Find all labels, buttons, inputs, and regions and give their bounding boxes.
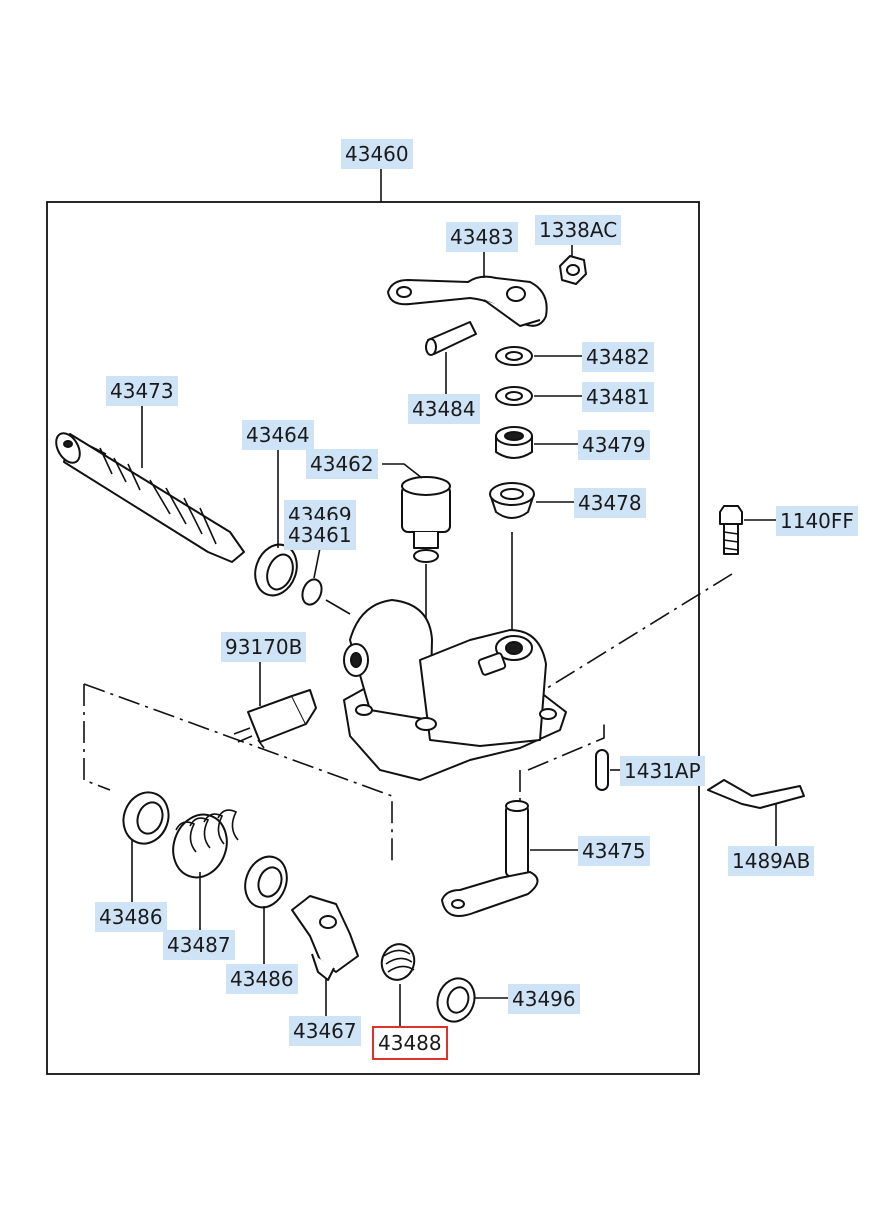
seal-43464-drawing[interactable]	[248, 539, 303, 602]
part-label-1140FF[interactable]: 1140FF	[776, 506, 858, 536]
washer-43496-drawing[interactable]	[432, 973, 481, 1027]
o-ring-43461-drawing[interactable]	[299, 577, 325, 608]
assembly-label-43460[interactable]: 43460	[341, 139, 413, 169]
nut-1338AC-drawing[interactable]	[559, 255, 587, 285]
seal-43479-drawing[interactable]	[495, 426, 533, 459]
bracket-1489AB-drawing[interactable]	[707, 779, 805, 809]
assembly-frame	[46, 201, 700, 1075]
part-label-43488-selected[interactable]: 43488	[372, 1026, 448, 1060]
part-label-43486-b[interactable]: 43486	[226, 964, 298, 994]
part-label-93170B[interactable]: 93170B	[221, 632, 307, 662]
shaft-lever-43475-drawing[interactable]	[441, 800, 539, 917]
seal-43478-drawing[interactable]	[489, 482, 535, 519]
part-label-43484[interactable]: 43484	[408, 394, 480, 424]
part-label-1338AC[interactable]: 1338AC	[535, 215, 622, 245]
valve-43467-drawing[interactable]	[291, 895, 359, 981]
part-label-43467[interactable]: 43467	[289, 1016, 361, 1046]
housing-drawing	[343, 599, 567, 781]
piston-43462-drawing[interactable]	[401, 476, 451, 563]
part-label-43481[interactable]: 43481	[582, 382, 654, 412]
shaft-43473-drawing[interactable]	[51, 429, 245, 563]
part-label-43475[interactable]: 43475	[578, 836, 650, 866]
part-label-43461[interactable]: 43461	[284, 520, 356, 550]
part-label-1431AP[interactable]: 1431AP	[620, 756, 705, 786]
spring-43488-drawing[interactable]	[377, 940, 419, 985]
spring-43487-drawing[interactable]	[165, 807, 239, 885]
part-label-43478[interactable]: 43478	[574, 488, 646, 518]
part-label-1489AB[interactable]: 1489AB	[728, 846, 815, 876]
part-label-43482[interactable]: 43482	[582, 342, 654, 372]
sensor-93170B-drawing[interactable]	[233, 689, 317, 749]
part-label-43464[interactable]: 43464	[242, 420, 314, 450]
seal-43486-drawing[interactable]	[116, 786, 175, 850]
part-label-43486[interactable]: 43486	[95, 902, 167, 932]
lever-43483-drawing[interactable]	[387, 275, 548, 327]
part-label-43462[interactable]: 43462	[306, 449, 378, 479]
part-label-43496[interactable]: 43496	[508, 984, 580, 1014]
seal-43486-b-drawing[interactable]	[238, 851, 293, 914]
pin-1431AP-drawing[interactable]	[595, 749, 609, 791]
part-label-43483[interactable]: 43483	[446, 222, 518, 252]
part-label-43473[interactable]: 43473	[106, 376, 178, 406]
part-label-43479[interactable]: 43479	[578, 430, 650, 460]
pin-43484-drawing[interactable]	[425, 321, 477, 356]
part-label-43487[interactable]: 43487	[163, 930, 235, 960]
bolt-1140FF-drawing[interactable]	[719, 505, 743, 555]
